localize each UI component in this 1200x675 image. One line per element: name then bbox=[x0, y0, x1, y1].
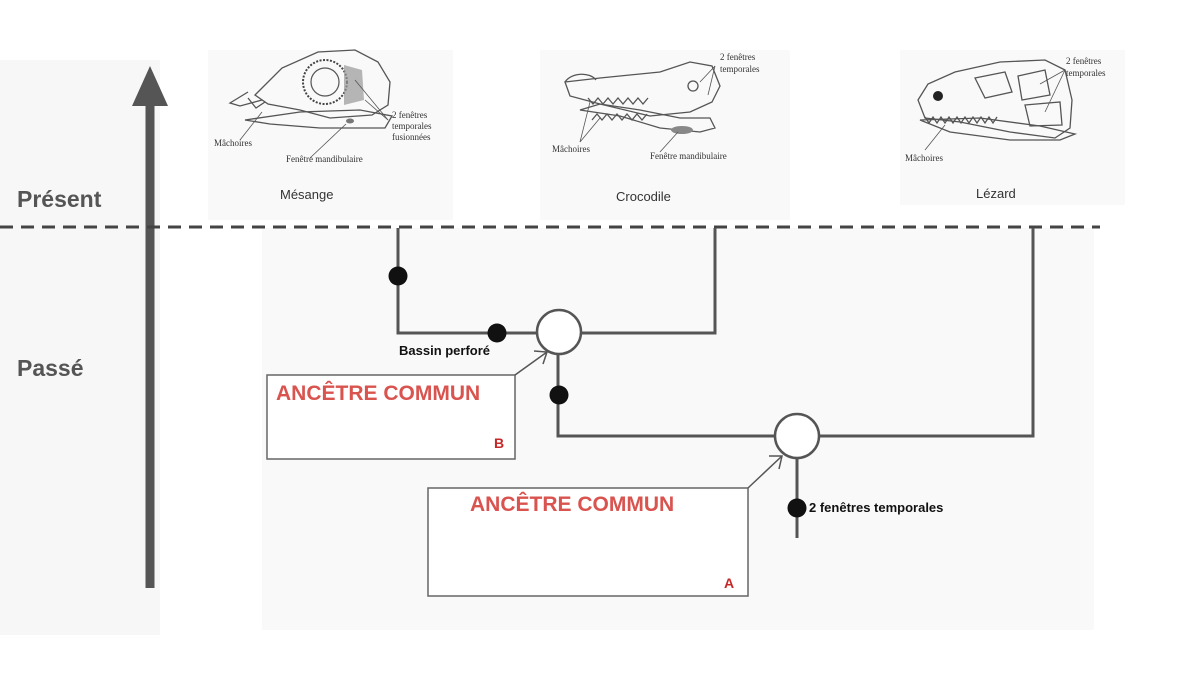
mesange-temporal-label: 2 fenêtres temporales fusionnées bbox=[392, 110, 434, 142]
trait-marker-mesange-branch bbox=[388, 266, 408, 286]
left-panel-bg bbox=[0, 60, 160, 635]
ancestor-a-box[interactable] bbox=[427, 487, 749, 597]
branch-crocodile bbox=[581, 228, 717, 335]
species-name-crocodile: Crocodile bbox=[616, 189, 671, 204]
trait-pelvis-label: Bassin perforé bbox=[399, 343, 490, 358]
lezard-temporal-label: 2 fenêtres temporales bbox=[1066, 56, 1106, 78]
ancestor-b-id: B bbox=[494, 435, 504, 451]
mesange-mandibular-label: Fenêtre mandibulaire bbox=[286, 154, 363, 164]
species-name-lezard: Lézard bbox=[976, 186, 1016, 201]
skull-crocodile-illustration bbox=[564, 61, 721, 153]
crocodile-jaw-label: Mâchoires bbox=[552, 144, 590, 154]
ancestor-node-a[interactable] bbox=[773, 412, 821, 460]
mesange-jaw-label: Mâchoires bbox=[214, 138, 252, 148]
ancestor-a-title: ANCÊTRE COMMUN bbox=[470, 492, 674, 516]
ancestor-b-box[interactable] bbox=[266, 374, 516, 460]
crocodile-mandibular-label: Fenêtre mandibulaire bbox=[650, 151, 727, 161]
ancestor-a-pointer bbox=[747, 455, 783, 489]
skull-panel-bg-1 bbox=[208, 50, 453, 220]
ancestor-b-title: ANCÊTRE COMMUN bbox=[276, 381, 480, 405]
ancestor-node-b[interactable] bbox=[535, 308, 583, 356]
crocodile-temporal-label: 2 fenêtres temporales bbox=[720, 52, 760, 74]
trait-temporal-label: 2 fenêtres temporales bbox=[809, 500, 943, 515]
present-label: Présent bbox=[17, 186, 102, 212]
branch-node-b-to-a bbox=[556, 355, 774, 438]
branch-lezard bbox=[820, 228, 1035, 438]
trait-marker-temporal bbox=[787, 498, 807, 518]
ancestor-a-id: A bbox=[724, 575, 734, 591]
time-arrow bbox=[132, 66, 168, 588]
trait-marker-pelvis bbox=[487, 323, 507, 343]
skull-mesange-illustration bbox=[228, 49, 394, 159]
trait-marker-node-b-branch bbox=[549, 385, 569, 405]
lezard-jaw-label: Mâchoires bbox=[905, 153, 943, 163]
species-name-mesange: Mésange bbox=[280, 187, 333, 202]
ancestor-b-pointer bbox=[514, 350, 549, 376]
skull-lezard-illustration bbox=[917, 59, 1078, 151]
past-label: Passé bbox=[17, 355, 84, 381]
